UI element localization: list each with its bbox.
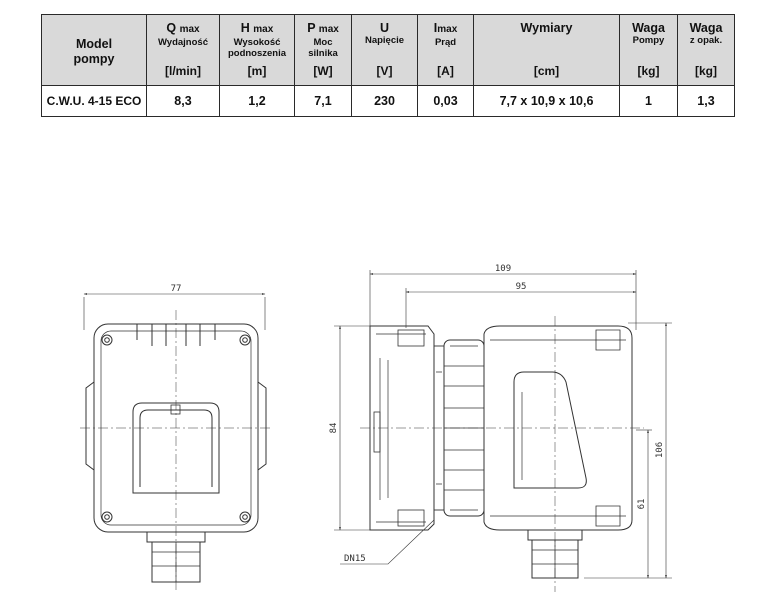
cell-flow: 8,3 [146, 85, 220, 117]
header-flow: Q max Wydajność [l/min] [146, 14, 220, 86]
dim-side-height: 84 [329, 423, 339, 434]
header-dimensions: Wymiary [cm] [473, 14, 620, 86]
cell-dimensions: 7,7 x 10,9 x 10,6 [473, 85, 620, 117]
header-head: H max Wysokość podnoszenia [m] [219, 14, 295, 86]
header-weight-packed: Waga z opak. [kg] [677, 14, 735, 86]
cell-head: 1,2 [219, 85, 295, 117]
cell-power: 7,1 [294, 85, 352, 117]
cell-weight-pump: 1 [619, 85, 678, 117]
dim-front-width: 77 [171, 284, 182, 294]
header-current: Imax Prąd [A] [417, 14, 474, 86]
cell-weight-packed: 1,3 [677, 85, 735, 117]
front-view [80, 292, 272, 592]
dim-axis-height: 61 [637, 499, 647, 510]
side-view [334, 270, 672, 592]
header-model: Model pompy [41, 14, 147, 86]
cell-model: C.W.U. 4-15 ECO [41, 85, 147, 117]
dim-connection: DN15 [344, 554, 366, 564]
dim-side-body-length: 95 [516, 282, 527, 292]
dim-side-total-length: 109 [495, 264, 511, 274]
dim-side-total-height: 106 [655, 442, 665, 458]
header-weight-pump: Waga Pompy [kg] [619, 14, 678, 86]
cell-current: 0,03 [417, 85, 474, 117]
cell-voltage: 230 [351, 85, 418, 117]
header-power: P max Moc silnika [W] [294, 14, 352, 86]
table-row: C.W.U. 4-15 ECO 8,3 1,2 7,1 230 0,03 7,7… [41, 85, 735, 117]
pump-spec-table: Model pompy Q max Wydajność [l/min] H ma… [41, 14, 735, 117]
